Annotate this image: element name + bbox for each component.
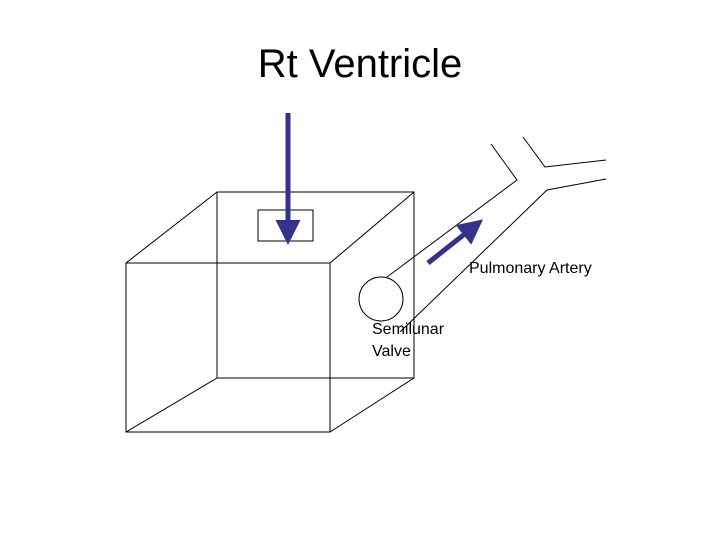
semilunar-valve-circle bbox=[358, 276, 404, 322]
semilunar-valve-label-line2: Valve bbox=[372, 343, 411, 360]
cube-edge-bottom-left bbox=[125, 377, 218, 433]
artery-branch-wall bbox=[522, 136, 607, 168]
outflow-arrow bbox=[426, 219, 484, 265]
cube-edge-top-right bbox=[329, 191, 415, 264]
pulmonary-artery-label: Pulmonary Artery bbox=[469, 260, 592, 277]
slide-title: Rt Ventricle bbox=[257, 42, 463, 86]
cube-edge-bottom-right bbox=[329, 377, 415, 433]
pulmonary-artery-vessel bbox=[386, 136, 607, 333]
cube-back-face bbox=[216, 191, 415, 379]
artery-upper-wall bbox=[386, 143, 518, 278]
semilunar-valve-label-line1: Semilunar bbox=[372, 321, 445, 338]
artery-lower-wall bbox=[399, 178, 607, 333]
cube-edge-top-left bbox=[125, 191, 218, 264]
ventricle-cube bbox=[125, 191, 415, 433]
cube-front-face bbox=[125, 262, 331, 433]
